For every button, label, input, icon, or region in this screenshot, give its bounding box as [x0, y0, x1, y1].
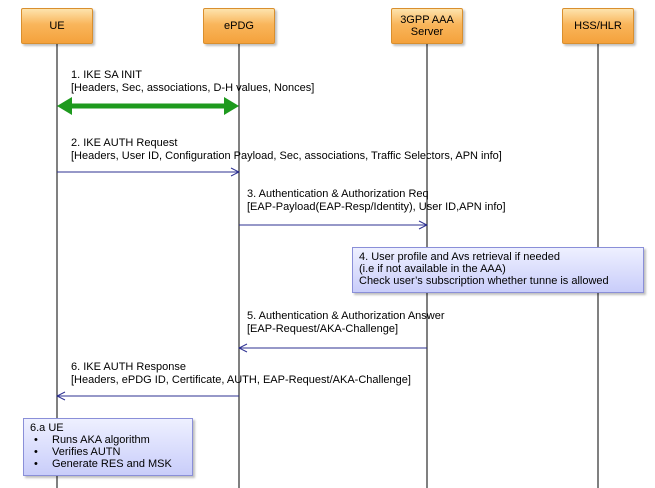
note-ue-title: 6.a UE: [30, 422, 64, 434]
msg-5-label: 5. Authentication & Authorization Answer…: [247, 310, 445, 336]
note-aaa-line-1: 4. User profile and Avs retrieval if nee…: [359, 251, 560, 263]
msg-5-detail: [EAP-Request/AKA-Challenge]: [247, 323, 399, 335]
note-ue-item: Generate RES and MSK: [30, 458, 186, 470]
msg-6-label: 6. IKE AUTH Response [Headers, ePDG ID, …: [71, 361, 411, 387]
actor-hss-hlr: HSS/HLR: [562, 8, 634, 44]
note-ue-list: Runs AKA algorithm Verifies AUTN Generat…: [30, 434, 186, 470]
msg-3-label: 3. Authentication & Authorization Req [E…: [247, 188, 506, 214]
note-ue-item: Runs AKA algorithm: [30, 434, 186, 446]
msg-6-title: 6. IKE AUTH Response: [71, 361, 186, 373]
actor-epdg: ePDG: [203, 8, 275, 44]
msg-2-detail: [Headers, User ID, Configuration Payload…: [71, 150, 502, 162]
note-aaa-line-2: (i.e if not available in the AAA): [359, 263, 506, 275]
msg-2-title: 2. IKE AUTH Request: [71, 137, 178, 149]
actor-ue: UE: [21, 8, 93, 44]
msg-3-title: 3. Authentication & Authorization Req: [247, 188, 429, 200]
note-ue-processing: 6.a UE Runs AKA algorithm Verifies AUTN …: [23, 418, 193, 476]
note-aaa-line-3: Check user’s subscription whether tunne …: [359, 275, 609, 287]
actor-aaa-server: 3GPP AAA Server: [391, 8, 463, 44]
msg-1-detail: [Headers, Sec, associations, D-H values,…: [71, 82, 315, 94]
msg-6-detail: [Headers, ePDG ID, Certificate, AUTH, EA…: [71, 374, 411, 386]
msg-2-label: 2. IKE AUTH Request [Headers, User ID, C…: [71, 137, 502, 163]
msg-1-label: 1. IKE SA INIT [Headers, Sec, associatio…: [71, 69, 314, 95]
msg-3-detail: [EAP-Payload(EAP-Resp/Identity), User ID…: [247, 201, 506, 213]
msg-5-title: 5. Authentication & Authorization Answer: [247, 310, 445, 322]
note-aaa-processing: 4. User profile and Avs retrieval if nee…: [352, 247, 644, 293]
note-ue-item: Verifies AUTN: [30, 446, 186, 458]
arrow-ike-sa-init: [57, 97, 239, 115]
msg-1-title: 1. IKE SA INIT: [71, 69, 142, 81]
